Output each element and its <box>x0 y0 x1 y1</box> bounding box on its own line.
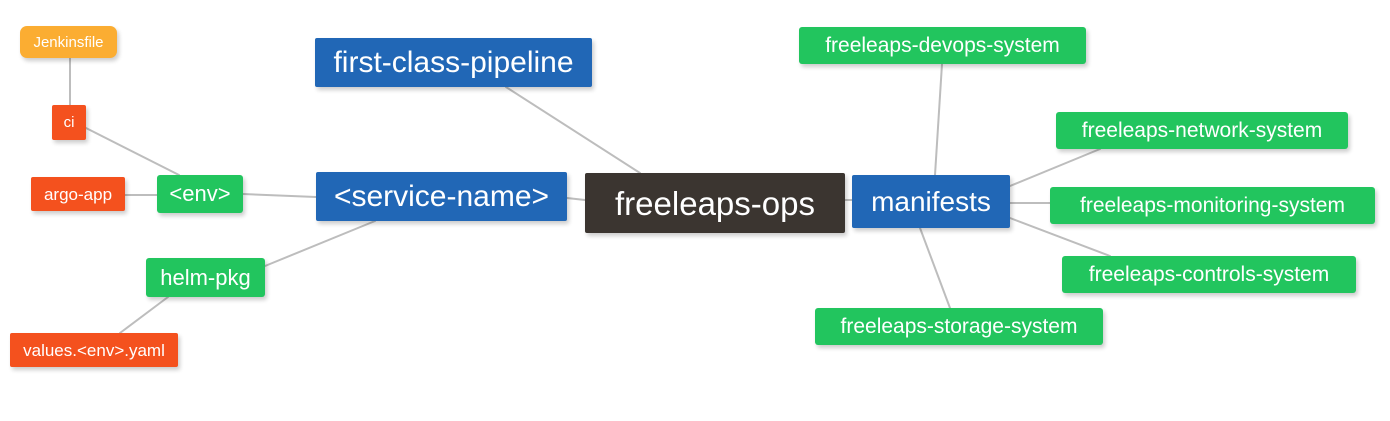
node-label-jenkinsfile: Jenkinsfile <box>33 33 104 51</box>
node-freeleaps-storage-system[interactable]: freeleaps-storage-system <box>815 308 1103 345</box>
node-label-first-class-pipeline: first-class-pipeline <box>333 45 574 79</box>
node-values-yaml[interactable]: values.<env>.yaml <box>10 333 178 367</box>
node-label-freeleaps-controls-system: freeleaps-controls-system <box>1088 263 1330 286</box>
edge-first-class-pipeline-to-freeleaps-ops <box>505 86 641 174</box>
node-label-service-name: <service-name> <box>333 179 550 213</box>
edge-service-name-to-freeleaps-ops <box>566 197 586 201</box>
edge-service-name-to-helm-pkg <box>264 220 376 267</box>
node-label-freeleaps-network-system: freeleaps-network-system <box>1081 119 1323 142</box>
edge-manifests-to-freeleaps-devops-system <box>934 63 943 176</box>
node-helm-pkg[interactable]: helm-pkg <box>146 258 265 297</box>
node-freeleaps-monitoring-system[interactable]: freeleaps-monitoring-system <box>1050 187 1375 224</box>
node-ci[interactable]: ci <box>52 105 86 140</box>
edge-ci-to-env <box>85 127 180 176</box>
node-first-class-pipeline[interactable]: first-class-pipeline <box>315 38 592 87</box>
node-label-manifests: manifests <box>871 185 991 217</box>
node-env[interactable]: <env> <box>157 175 243 213</box>
node-freeleaps-ops[interactable]: freeleaps-ops <box>585 173 845 233</box>
node-manifests[interactable]: manifests <box>852 175 1010 228</box>
node-label-env: <env> <box>169 181 231 206</box>
node-label-freeleaps-devops-system: freeleaps-devops-system <box>825 34 1060 57</box>
node-freeleaps-controls-system[interactable]: freeleaps-controls-system <box>1062 256 1356 293</box>
node-argo-app[interactable]: argo-app <box>31 177 125 211</box>
edge-env-to-service-name <box>242 193 317 198</box>
node-freeleaps-devops-system[interactable]: freeleaps-devops-system <box>799 27 1086 64</box>
node-label-freeleaps-ops: freeleaps-ops <box>615 184 815 222</box>
edge-helm-pkg-to-values-yaml <box>119 296 169 334</box>
edge-manifests-to-freeleaps-network-system <box>1009 148 1101 187</box>
node-label-helm-pkg: helm-pkg <box>160 264 251 290</box>
node-label-freeleaps-monitoring-system: freeleaps-monitoring-system <box>1080 194 1345 217</box>
node-label-values-yaml: values.<env>.yaml <box>23 340 165 360</box>
node-freeleaps-network-system[interactable]: freeleaps-network-system <box>1056 112 1348 149</box>
node-label-argo-app: argo-app <box>43 184 113 204</box>
node-service-name[interactable]: <service-name> <box>316 172 567 221</box>
edge-manifests-to-freeleaps-storage-system <box>919 227 951 309</box>
node-jenkinsfile[interactable]: Jenkinsfile <box>20 26 117 58</box>
node-label-ci: ci <box>63 114 75 131</box>
node-label-freeleaps-storage-system: freeleaps-storage-system <box>840 315 1078 338</box>
